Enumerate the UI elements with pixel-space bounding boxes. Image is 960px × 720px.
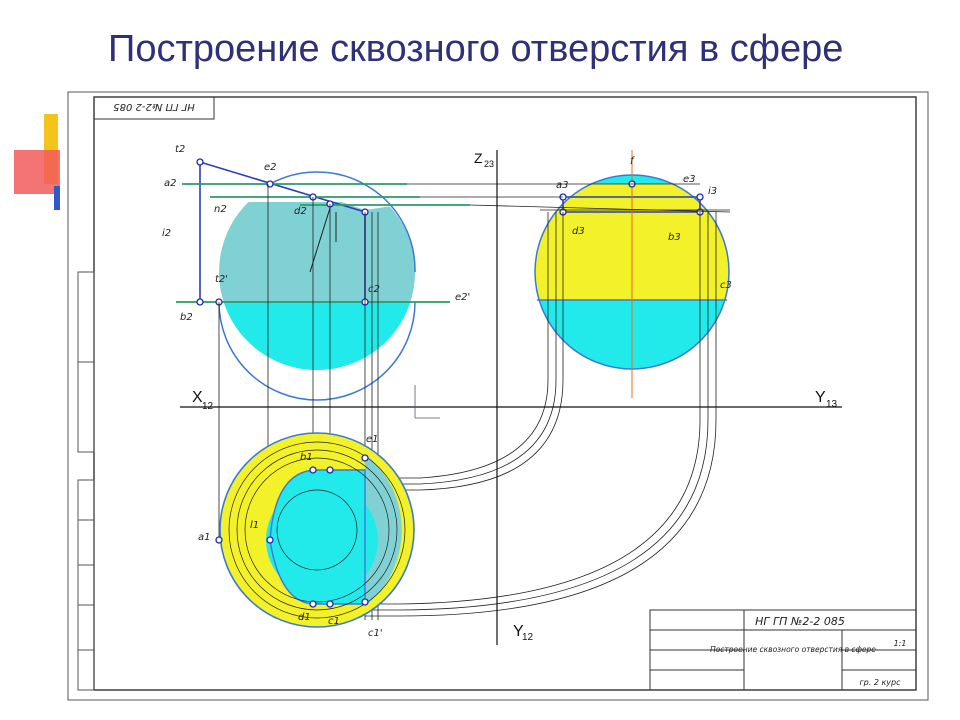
svg-text:i3: i3: [708, 186, 717, 197]
axis-z-label: Z: [474, 150, 483, 166]
axis-y-down-sub: 12: [522, 632, 534, 643]
svg-text:i2: i2: [162, 228, 171, 239]
svg-text:a2: a2: [164, 178, 177, 189]
title-block: [649, 609, 917, 691]
svg-text:a3: a3: [556, 180, 569, 191]
svg-text:d1: d1: [298, 612, 311, 623]
axis-y-right-label: Y: [815, 389, 826, 406]
svg-text:d2: d2: [294, 206, 307, 217]
svg-text:e1: e1: [366, 434, 379, 445]
svg-text:e3: e3: [683, 174, 696, 185]
axis-x-label: X: [192, 389, 203, 406]
deco-block-blue: [54, 186, 60, 210]
svg-text:b2: b2: [180, 312, 193, 323]
title-block-name: Построение сквозного отверстия в сфере: [710, 645, 876, 654]
svg-text:e2': e2': [455, 292, 470, 303]
svg-text:t2': t2': [215, 274, 228, 285]
svg-text:t2: t2: [175, 144, 185, 155]
origin-mark: [414, 385, 440, 419]
profile-sphere: [534, 174, 730, 370]
axis-z-sub: 23: [484, 159, 494, 169]
top-sphere: [219, 432, 415, 628]
front-points: [196, 158, 369, 306]
sheet-inner-frame: [93, 96, 917, 691]
svg-text:n2: n2: [214, 204, 227, 215]
front-sphere: [218, 171, 416, 401]
svg-text:d3: d3: [572, 226, 585, 237]
svg-text:c3: c3: [720, 280, 732, 291]
svg-text:c2: c2: [368, 284, 380, 295]
sheet-outer-frame: [67, 91, 929, 701]
stamp-text: НГ ГП №2-2 085: [113, 101, 195, 112]
left-margin-strips: [77, 271, 95, 691]
title-block-group: гр. 2 курс: [859, 678, 901, 687]
svg-text:a1: a1: [198, 532, 211, 543]
slide-title: Построение сквозного отверстия в сфере: [108, 28, 844, 70]
top-points: [215, 454, 369, 608]
svg-text:b3: b3: [668, 232, 681, 243]
title-block-sheet: 1:1: [894, 639, 907, 648]
axes: [180, 150, 842, 645]
svg-text:c1': c1': [368, 628, 383, 639]
projection-lines: [218, 183, 731, 620]
axis-y-right-sub: 13: [826, 399, 838, 410]
title-block-code: НГ ГП №2-2 085: [755, 615, 845, 628]
svg-text:f: f: [630, 156, 635, 167]
svg-text:b1: b1: [300, 452, 313, 463]
stamp-box: [93, 96, 215, 120]
svg-text:e2: e2: [264, 162, 277, 173]
point-labels: t2 a2 n2 e2 i2 d2 c2 t2' b2 e2' f a3 e3 …: [162, 144, 732, 639]
svg-text:c1: c1: [328, 616, 340, 627]
svg-text:l1: l1: [250, 520, 259, 531]
axis-x-sub: 12: [202, 401, 214, 412]
deco-block-red: [14, 150, 60, 194]
axis-y-down-label: Y: [513, 623, 524, 640]
